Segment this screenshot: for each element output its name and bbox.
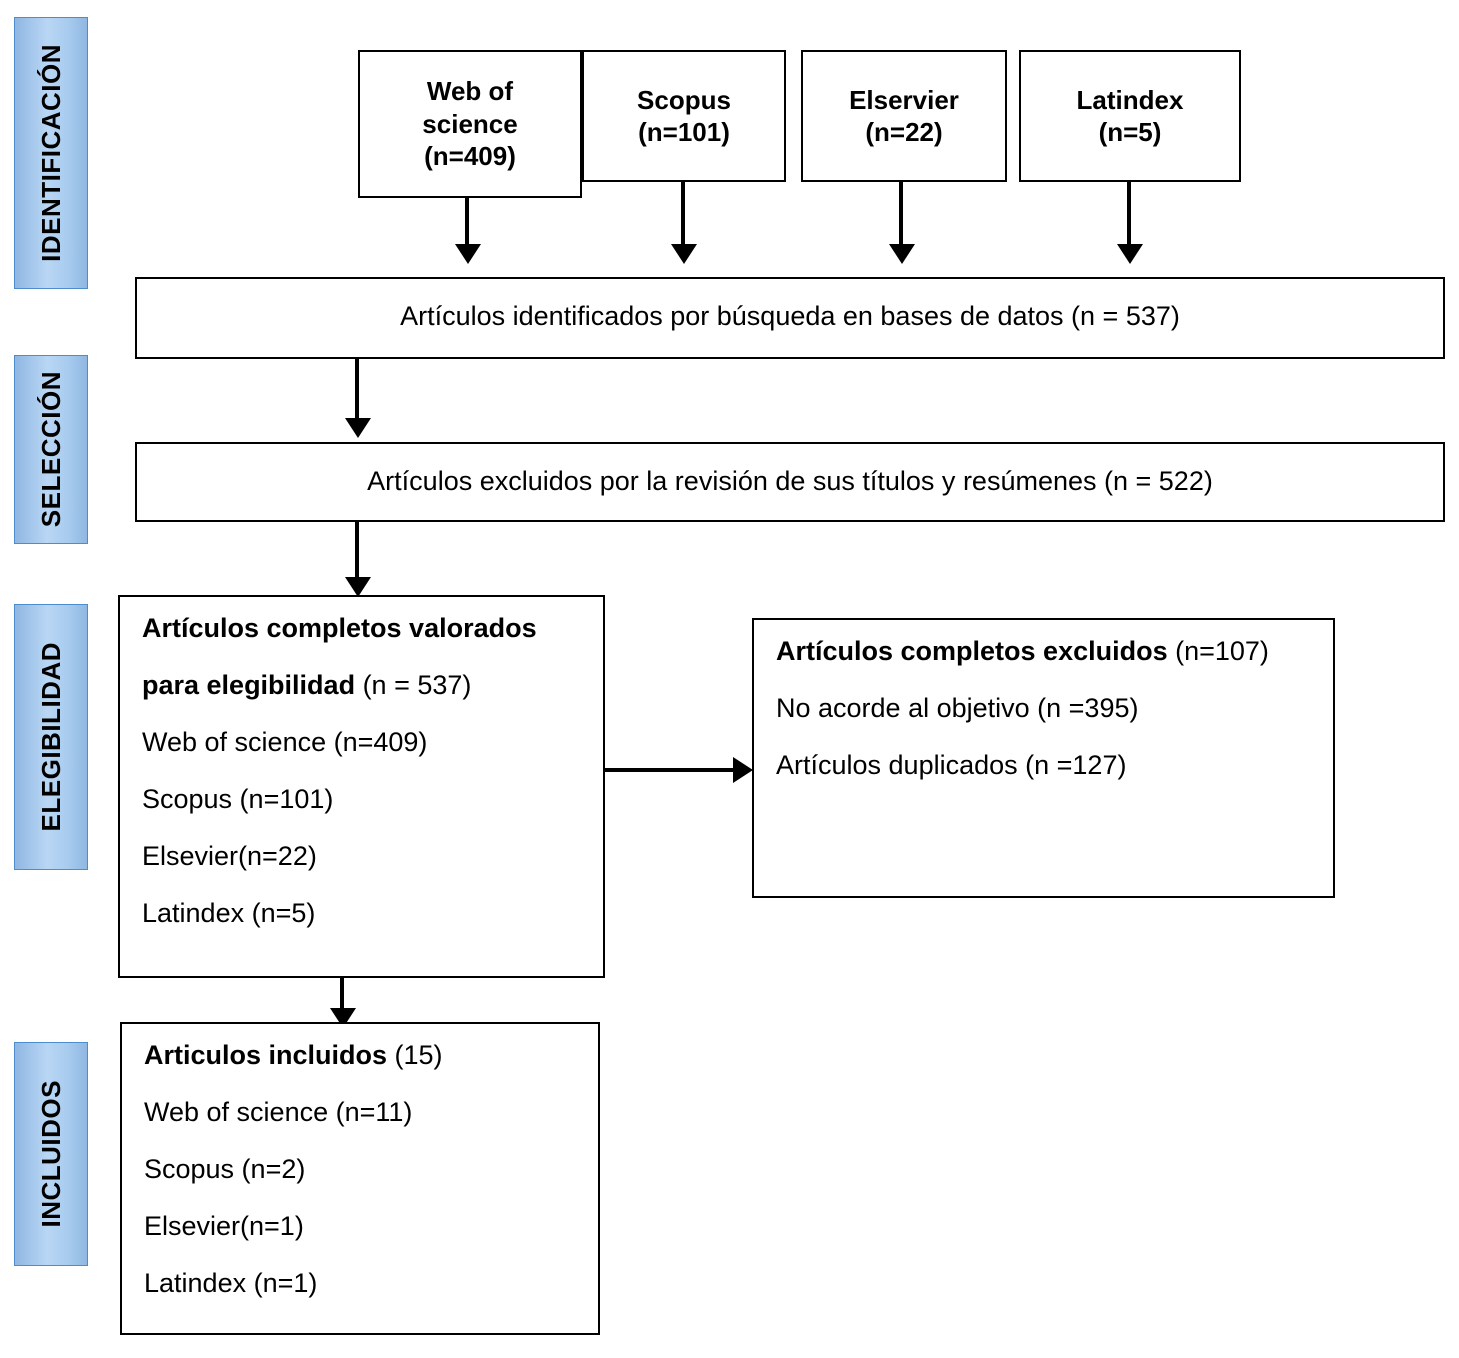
connector-line-latindex (1127, 182, 1131, 246)
connector-line-elservier (899, 182, 903, 246)
eligibility-item-latindex: Latindex (n=5) (142, 898, 316, 929)
stage-label-elegibilidad: ELEGIBILIDAD (35, 642, 66, 832)
source-label-web-of-science: Web of science (n=409) (422, 76, 518, 172)
stage-band-identificacion: IDENTIFICACIÓN (14, 17, 88, 289)
included-item-latindex: Latindex (n=1) (144, 1268, 318, 1299)
included-box: Articulos incluidos (15) Web of science … (120, 1022, 600, 1335)
included-item-elsevier: Elsevier(n=1) (144, 1211, 304, 1242)
connector-line-excluded-to-eligibility (355, 522, 359, 580)
eligibility-heading-line1: Artículos completos valorados (142, 613, 537, 643)
eligibility-item-scopus: Scopus (n=101) (142, 784, 334, 815)
source-box-latindex: Latindex (n=5) (1019, 50, 1241, 182)
arrow-latindex-to-identified (1117, 244, 1143, 264)
connector-line-identified-to-excluded (355, 359, 359, 421)
connector-line-eligibility-to-full-excluded (605, 768, 735, 772)
included-item-wos: Web of science (n=11) (144, 1097, 413, 1128)
eligibility-heading-count: (n = 537) (355, 670, 472, 701)
stage-label-identificacion: IDENTIFICACIÓN (35, 44, 66, 262)
full-excluded-item-duplicados: Artículos duplicados (n =127) (776, 750, 1127, 781)
full-excluded-item-objetivo: No acorde al objetivo (n =395) (776, 693, 1139, 724)
eligibility-box: Artículos completos valorados para elegi… (118, 595, 605, 978)
connector-line-wos (465, 198, 469, 246)
source-label-scopus: Scopus (n=101) (637, 84, 731, 148)
full-excluded-heading: Artículos completos excluidos (776, 636, 1168, 666)
eligibility-item-wos: Web of science (n=409) (142, 727, 428, 758)
included-heading: Articulos incluidos (144, 1040, 388, 1070)
source-box-web-of-science: Web of science (n=409) (358, 50, 582, 198)
identified-text: Artículos identificados por búsqueda en … (400, 301, 1180, 331)
excluded-titles-text: Artículos excluidos por la revisión de s… (367, 466, 1213, 496)
source-label-elservier: Elservier (n=22) (849, 84, 959, 148)
eligibility-item-elsevier: Elsevier(n=22) (142, 841, 317, 872)
connector-line-eligibility-to-included (340, 978, 344, 1012)
stage-band-seleccion: SELECCIÓN (14, 355, 88, 544)
full-excluded-heading-count: (n=107) (1167, 636, 1269, 666)
included-item-scopus: Scopus (n=2) (144, 1154, 306, 1185)
excluded-titles-box: Artículos excluidos por la revisión de s… (135, 442, 1445, 522)
stage-label-seleccion: SELECCIÓN (35, 371, 66, 528)
arrow-excluded-to-eligibility (345, 577, 371, 597)
stage-band-incluidos: INCLUIDOS (14, 1042, 88, 1266)
source-label-latindex: Latindex (n=5) (1076, 84, 1184, 148)
source-box-scopus: Scopus (n=101) (582, 50, 786, 182)
arrow-eligibility-to-full-excluded (733, 757, 753, 783)
full-excluded-box: Artículos completos excluidos (n=107) No… (752, 618, 1335, 898)
included-heading-count: (15) (387, 1040, 443, 1070)
eligibility-heading-line2: para elegibilidad (142, 670, 356, 701)
arrow-wos-to-identified (455, 244, 481, 264)
source-box-elservier: Elservier (n=22) (801, 50, 1007, 182)
stage-label-incluidos: INCLUIDOS (35, 1080, 66, 1228)
arrow-identified-to-excluded (345, 418, 371, 438)
connector-line-scopus (681, 182, 685, 246)
identified-box: Artículos identificados por búsqueda en … (135, 277, 1445, 359)
stage-band-elegibilidad: ELEGIBILIDAD (14, 604, 88, 870)
arrow-elservier-to-identified (889, 244, 915, 264)
arrow-scopus-to-identified (671, 244, 697, 264)
